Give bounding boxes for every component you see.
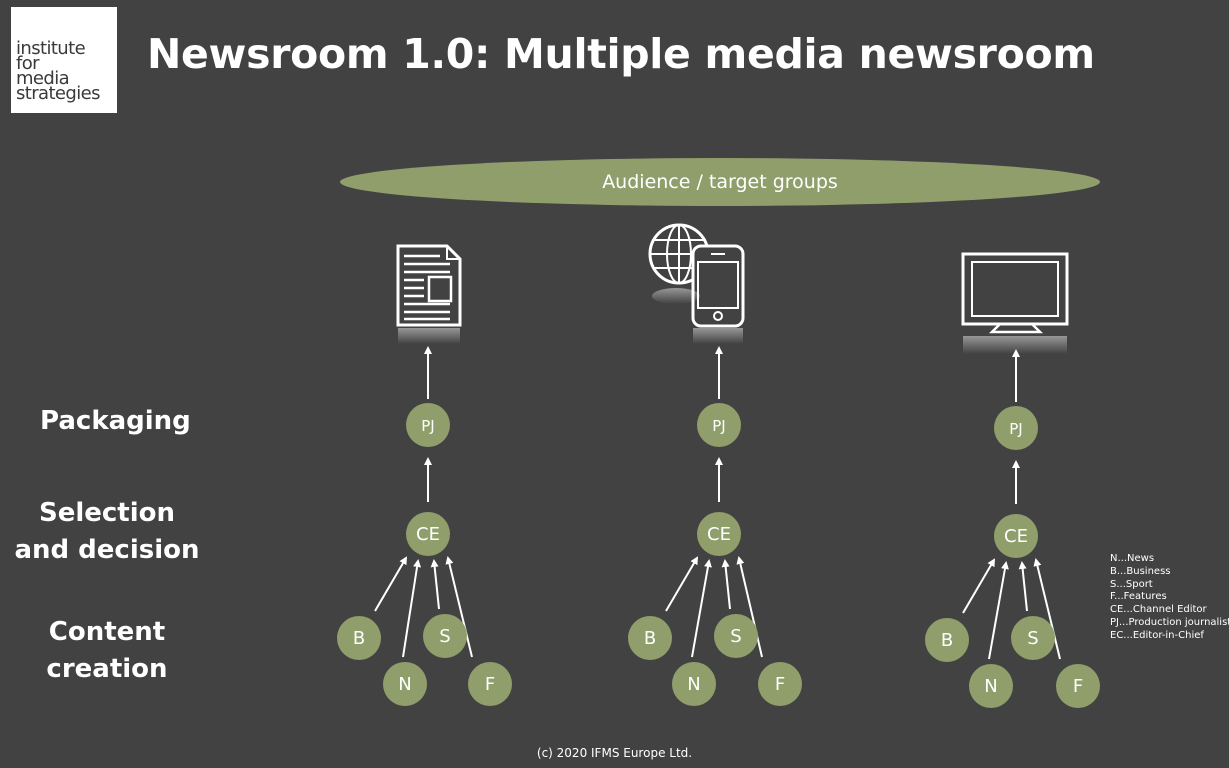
node-content-n-label: N	[984, 676, 997, 697]
flow-arrow	[430, 559, 440, 610]
node-channel-editor: CE	[406, 512, 450, 556]
node-content-n: N	[672, 662, 716, 706]
node-channel-editor-label: CE	[707, 524, 731, 545]
legend-item: N...News	[1110, 553, 1155, 564]
node-content-n-circle	[383, 662, 427, 706]
logo-line: media	[16, 68, 70, 89]
node-content-s: S	[423, 614, 467, 658]
node-content-s-label: S	[1027, 628, 1038, 649]
node-production-journalist: PJ	[406, 403, 450, 447]
node-channel-editor-circle	[406, 512, 450, 556]
ifms-logo: institute for media strategies	[11, 7, 117, 113]
node-content-n: N	[969, 664, 1013, 708]
node-content-s-circle	[423, 614, 467, 658]
legend-item: CE...Channel Editor	[1110, 604, 1207, 616]
flow-arrow	[988, 561, 1009, 660]
node-production-journalist-circle	[994, 406, 1038, 450]
node-content-b-label: B	[353, 628, 365, 649]
legend-item: B...Business	[1110, 565, 1171, 577]
channels-layer: PJ CE B N S F PJ CE B N S F PJ CE B N S F	[337, 346, 1100, 708]
node-content-f-circle	[1056, 664, 1100, 708]
node-production-journalist-circle	[406, 403, 450, 447]
node-production-journalist-label: PJ	[1009, 420, 1022, 438]
logo-line: strategies	[16, 83, 100, 104]
flow-arrow	[374, 556, 408, 612]
node-production-journalist-label: PJ	[712, 417, 725, 435]
node-content-f-label: F	[1073, 676, 1083, 697]
node-content-b-circle	[628, 616, 672, 660]
copyright-footer: (c) 2020 IFMS Europe Ltd.	[536, 746, 693, 760]
legend-item: PJ...Production journalist	[1110, 616, 1229, 628]
node-content-n: N	[383, 662, 427, 706]
node-channel-editor-circle	[697, 512, 741, 556]
newspaper-icon	[396, 244, 462, 344]
stage-label-selection: Selection and decision	[14, 498, 200, 565]
node-content-s: S	[1011, 616, 1055, 660]
slide-title: Newsroom 1.0: Multiple media newsroom	[147, 30, 1095, 78]
node-content-b: B	[925, 618, 969, 662]
node-content-b-label: B	[644, 628, 656, 649]
node-production-journalist: PJ	[994, 406, 1038, 450]
flow-arrow	[445, 556, 473, 658]
node-channel-editor: CE	[994, 514, 1038, 558]
node-channel-editor-label: CE	[416, 524, 440, 545]
node-content-s-circle	[1011, 616, 1055, 660]
node-content-s-label: S	[439, 626, 450, 647]
legend-item: F...Features	[1110, 591, 1167, 603]
flow-arrow	[1033, 558, 1061, 660]
node-content-s-label: S	[730, 626, 741, 647]
node-content-b-circle	[925, 618, 969, 662]
node-content-n-label: N	[398, 674, 411, 695]
legend-item: S...Sport	[1110, 578, 1153, 590]
logo-line: for	[16, 53, 40, 74]
node-content-f-circle	[758, 662, 802, 706]
logo-line: institute	[16, 38, 86, 59]
audience-ellipse: Audience / target groups	[340, 158, 1100, 206]
stage-label-packaging: Packaging	[40, 406, 191, 436]
flow-arrow	[1018, 561, 1028, 612]
node-production-journalist: PJ	[697, 403, 741, 447]
node-content-n-circle	[672, 662, 716, 706]
node-content-s: S	[714, 614, 758, 658]
node-content-f-label: F	[775, 674, 785, 695]
node-channel-editor-label: CE	[1004, 526, 1028, 547]
stage-label-content: Content creation	[46, 617, 168, 684]
node-content-f: F	[1056, 664, 1100, 708]
flow-arrow	[962, 558, 996, 614]
flow-arrow	[736, 556, 763, 658]
legend: N...News B...Business S...Sport F...Feat…	[1110, 553, 1229, 643]
node-content-s-circle	[714, 614, 758, 658]
flow-arrow	[665, 556, 699, 612]
audience-label: Audience / target groups	[602, 171, 838, 193]
node-content-f-circle	[468, 662, 512, 706]
node-content-f: F	[758, 662, 802, 706]
node-content-f-label: F	[485, 674, 495, 695]
globe-mobile-icon	[648, 223, 745, 344]
flow-arrow	[691, 559, 712, 658]
node-content-b: B	[628, 616, 672, 660]
flow-arrow	[402, 559, 422, 658]
node-content-b-circle	[337, 616, 381, 660]
node-production-journalist-label: PJ	[421, 417, 434, 435]
node-content-f: F	[468, 662, 512, 706]
node-content-n-circle	[969, 664, 1013, 708]
flow-arrow	[721, 559, 731, 610]
node-channel-editor-circle	[994, 514, 1038, 558]
node-content-b-label: B	[941, 630, 953, 651]
node-content-b: B	[337, 616, 381, 660]
node-production-journalist-circle	[697, 403, 741, 447]
node-channel-editor: CE	[697, 512, 741, 556]
tv-monitor-icon	[961, 252, 1069, 354]
legend-item: EC...Editor-in-Chief	[1110, 629, 1204, 641]
node-content-n-label: N	[687, 674, 700, 695]
